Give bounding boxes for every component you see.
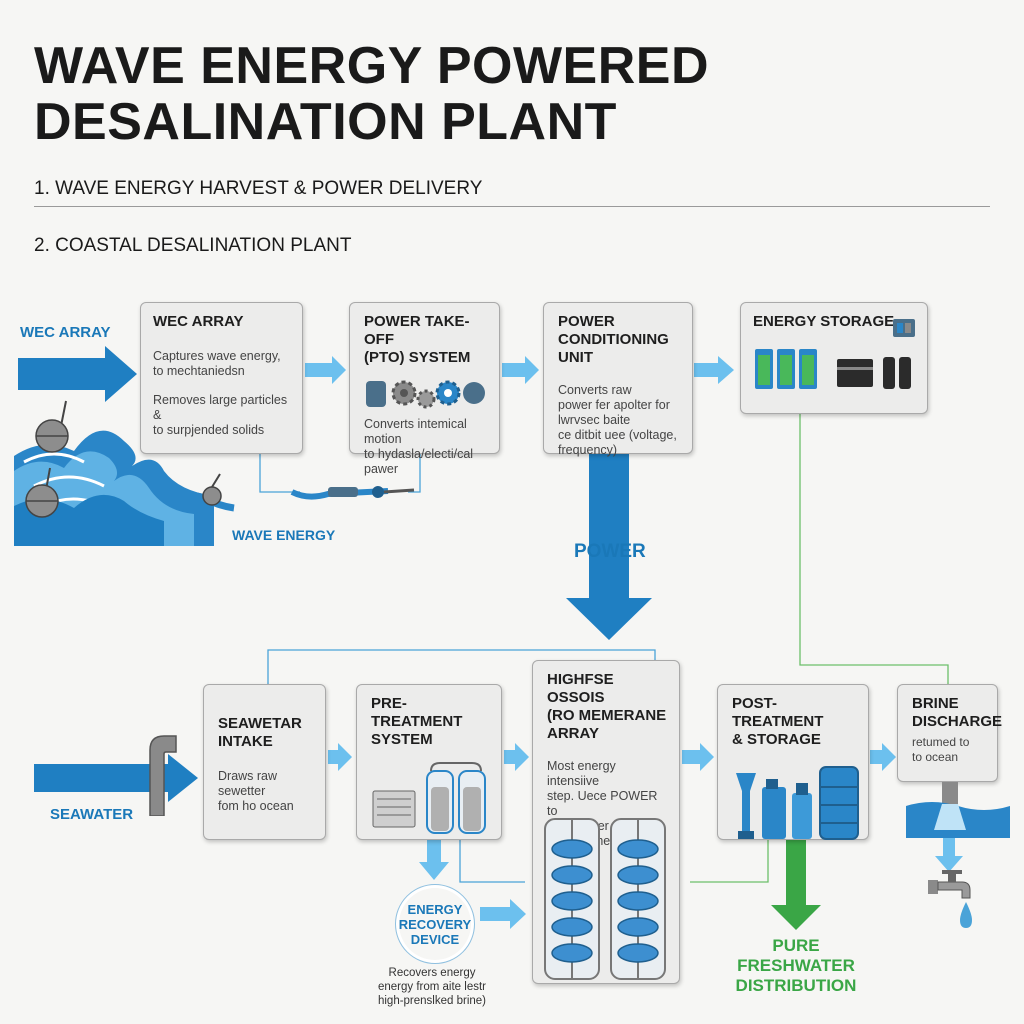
- power-down-arrow: [566, 454, 652, 640]
- energy-storage-box: ENERGY STORAGE: [740, 302, 928, 414]
- storage-box-title: ENERGY STORAGE: [753, 313, 895, 330]
- intake-box-title: SEAWETAR INTAKE: [218, 715, 302, 750]
- storage-to-brine-line: [799, 414, 949, 684]
- seawater-label: SEAWATER: [50, 806, 134, 823]
- arrow-ro-post: [682, 743, 714, 771]
- arrow-intake-pretreat: [328, 743, 352, 771]
- pcu-box-title: POWER CONDITIONING UNIT: [558, 313, 669, 366]
- arrow-wec-pto: [305, 356, 346, 384]
- section-divider: [34, 206, 990, 207]
- ocean-waves-icon: [14, 400, 235, 546]
- page-title: WAVE ENERGY POWERED DESALINATION PLANT: [34, 38, 709, 150]
- ro-membrane-array-box: HIGHFSE OSSOIS (RO MEMERANE ARRAY Most e…: [532, 660, 680, 984]
- wec-box-desc-2: Removes large particles & to surpjended …: [153, 393, 288, 437]
- post-treatment-box: POST-TREATMENT & STORAGE: [717, 684, 869, 840]
- power-label: POWER: [574, 541, 646, 562]
- pure-freshwater-line-2: FRESHWATER: [737, 956, 855, 975]
- intake-to-ro-line: [267, 649, 656, 684]
- wave-energy-label: WAVE ENERGY: [232, 527, 336, 543]
- pto-system-box: POWER TAKE-OFF (PTO) SYSTEM Converts int…: [349, 302, 500, 476]
- wec-box-desc-1: Captures wave energy, to mechtaniedsn: [153, 349, 281, 378]
- section-2-heading: 2. COASTAL DESALINATION PLANT: [34, 235, 352, 256]
- filter-cartridges-icon: [372, 762, 486, 834]
- section-1-heading: 1. WAVE ENERGY HARVEST & POWER DELIVERY: [34, 178, 483, 199]
- intake-box-desc: Draws raw sewetter fom ho ocean: [218, 769, 294, 813]
- pto-to-hose-line: [408, 454, 421, 493]
- brine-discharge-box: BRINE DISCHARGE retumed to to ocean: [897, 684, 1003, 782]
- pto-box-title: POWER TAKE-OFF (PTO) SYSTEM: [364, 313, 471, 366]
- power-conditioning-box: POWER CONDITIONING UNIT Converts raw pow…: [543, 302, 693, 457]
- ro-to-post-line: [690, 840, 769, 883]
- arrow-pcu-storage: [694, 356, 734, 384]
- arrow-post-brine: [870, 743, 896, 771]
- gears-icon: [366, 380, 485, 409]
- discharge-water-icon: [906, 782, 1010, 838]
- erd-title-line-2: RECOVERY: [398, 916, 472, 932]
- water-tap-icon: [928, 870, 972, 928]
- pure-freshwater-line-3: DISTRIBUTION: [735, 976, 857, 995]
- pure-freshwater-line-1: PURE: [772, 936, 820, 955]
- pto-box-desc: Converts intemical motion to hydasla/ele…: [364, 417, 474, 476]
- erd-title-line-3: DEVICE: [410, 931, 460, 947]
- arrow-pto-pcu: [502, 356, 539, 384]
- pure-freshwater-label: PURE FRESHWATER DISTRIBUTION: [734, 936, 858, 996]
- storage-tanks-icon: [736, 766, 859, 840]
- energy-recovery-device-circle: ENERGY RECOVERY DEVICE: [395, 884, 475, 964]
- wec-input-arrow: [18, 346, 137, 402]
- erd-title-line-1: ENERGY: [407, 901, 463, 917]
- ro-box-title: HIGHFSE OSSOIS (RO MEMERANE ARRAY: [547, 671, 667, 742]
- pretreat-box-title: PRE-TREATMENT SYSTEM: [371, 695, 463, 748]
- wec-array-box: WEC ARRAY Captures wave energy, to mecht…: [140, 302, 303, 454]
- arrow-erd-ro: [480, 899, 526, 929]
- wec-box-title: WEC ARRAY: [153, 313, 244, 330]
- pcu-box-desc: Converts raw power fer apolter for lwrvs…: [558, 383, 677, 457]
- intake-pipe-icon: [149, 735, 177, 816]
- pre-treatment-box: PRE-TREATMENT SYSTEM: [356, 684, 502, 840]
- title-line-1: WAVE ENERGY POWERED: [34, 37, 710, 95]
- erd-description: Recovers energy energy from aite lestr h…: [377, 967, 487, 1007]
- wec-to-hose-line: [259, 454, 300, 493]
- post-box-title: POST-TREATMENT & STORAGE: [732, 695, 824, 748]
- freshwater-down-arrow: [771, 840, 821, 930]
- arrow-brine-tap: [935, 838, 963, 872]
- wec-array-label: WEC ARRAY: [20, 324, 111, 341]
- arrow-pretreat-ro: [504, 743, 529, 771]
- title-line-2: DESALINATION PLANT: [34, 93, 617, 151]
- pretreat-to-ro-line: [459, 840, 525, 883]
- ro-membrane-vessels-icon: [544, 818, 666, 980]
- seawater-intake-box: SEAWETAR INTAKE Draws raw sewetter fom h…: [203, 684, 326, 840]
- hydraulic-hose-icon: [290, 486, 415, 500]
- arrow-pretreat-erd: [419, 840, 449, 880]
- brine-box-desc: retumed to to ocean: [912, 735, 970, 764]
- brine-box-title: BRINE DISCHARGE: [912, 695, 1003, 730]
- inverter-icon: [893, 319, 915, 337]
- battery-bank-icon: [755, 349, 911, 389]
